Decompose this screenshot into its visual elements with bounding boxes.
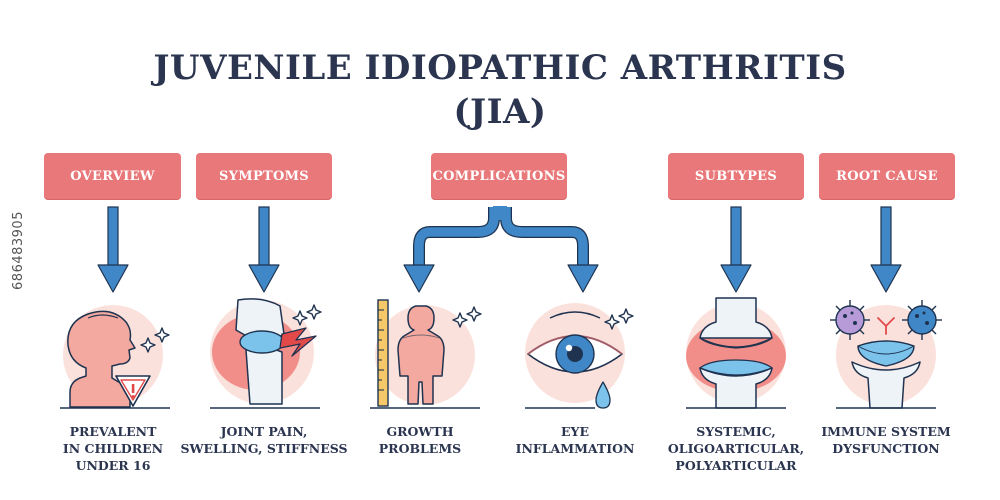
teary-eye-icon xyxy=(525,303,634,409)
immune-cell-purple-icon xyxy=(830,300,870,340)
item-label-eye: EYE INFLAMMATION xyxy=(515,424,635,456)
child-profile-warning-icon xyxy=(60,305,170,409)
arrow-overview xyxy=(97,206,129,293)
immune-cell-blue-icon xyxy=(902,300,942,340)
item-label-subtypes: SYSTEMIC, OLIGOARTICULAR, POLYARTICULAR xyxy=(667,424,805,473)
joint-cartilage-icon xyxy=(686,297,786,409)
item-label-growth: GROWTH PROBLEMS xyxy=(378,424,462,456)
arrow-root-cause xyxy=(870,206,902,293)
item-label-immune: IMMUNE SYSTEM DYSFUNCTION xyxy=(821,424,951,456)
category-subtypes: SUBTYPES xyxy=(668,153,804,199)
item-label-children: PREVALENT IN CHILDREN UNDER 16 xyxy=(62,424,164,473)
child-height-ruler-icon xyxy=(370,299,482,409)
arrow-symptoms xyxy=(248,206,280,293)
arrow-subtypes xyxy=(720,206,752,293)
category-symptoms: SYMPTOMS xyxy=(196,153,332,199)
title-line-2: (JIA) xyxy=(453,92,547,132)
category-overview: OVERVIEW xyxy=(44,153,181,199)
inflamed-knee-joint-icon xyxy=(210,298,322,409)
category-complications: COMPLICATIONS xyxy=(431,153,567,199)
item-label-joint-pain: JOINT PAIN, SWELLING, STIFFNESS xyxy=(180,424,348,456)
immune-cells-joint-icon xyxy=(830,300,942,409)
category-root-cause: ROOT CAUSE xyxy=(819,153,955,199)
title-line-1: JUVENILE IDIOPATHIC ARTHRITIS xyxy=(153,48,847,88)
arrow-complications-split xyxy=(403,206,599,293)
